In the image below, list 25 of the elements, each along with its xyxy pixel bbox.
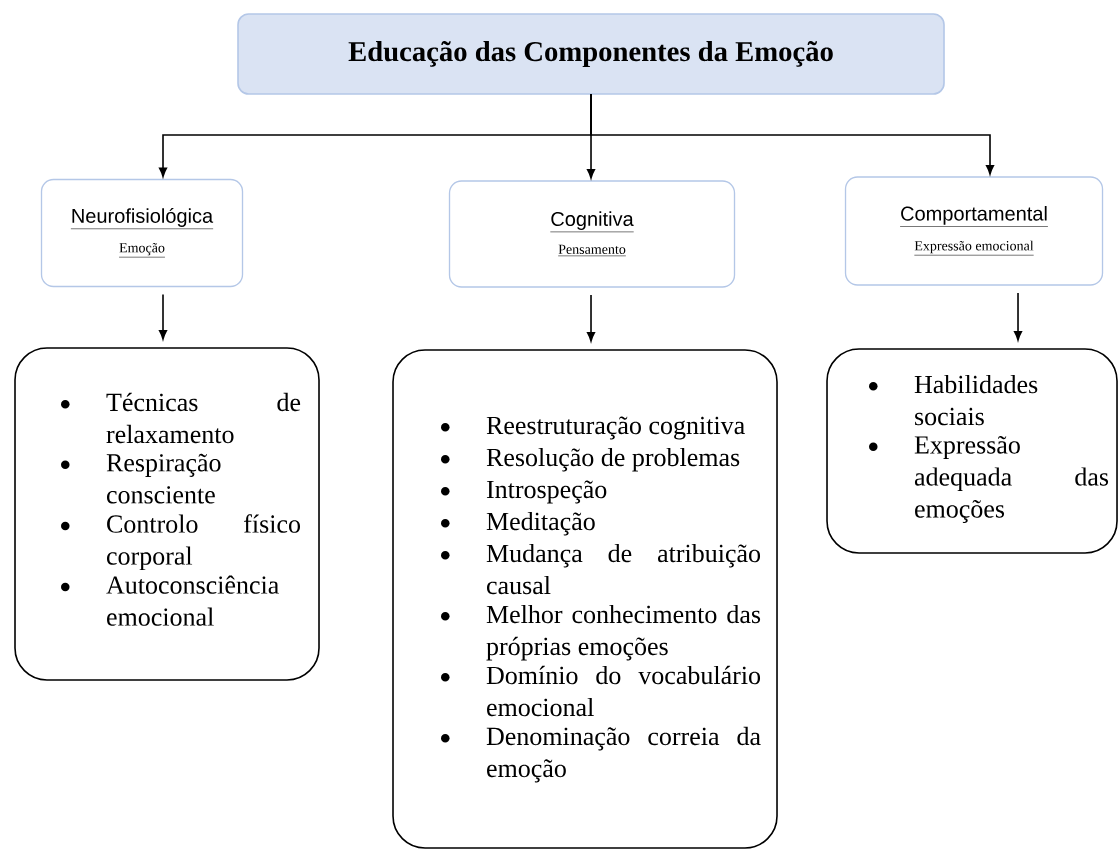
list-item: Autoconsciência emocional (106, 575, 279, 626)
list-item: Resolução de problemas (486, 447, 740, 472)
list-item: Meditação (486, 511, 595, 536)
list-item: Técnicas de relaxamento (106, 392, 301, 444)
category-box: Neurofisiológica Emoção (40, 178, 244, 288)
list-item: Mudança de atribuição causal (486, 543, 761, 595)
arrow (586, 294, 596, 342)
list-item: Respiração consciente (106, 453, 221, 504)
arrow (158, 293, 168, 340)
list-item: Melhor conhecimento das próprias emoções (486, 604, 761, 661)
list-item: Introspeção (486, 480, 607, 504)
list-item: Expressão adequada das emoções (914, 435, 1109, 523)
list-item: Denominação correia da emoção (486, 726, 761, 783)
list-item: Habilidades sociais (914, 375, 1038, 426)
title-box: Educação das Componentes da Emoção (237, 13, 945, 95)
list-item: Reestruturação cognitiva (486, 416, 745, 440)
category-box: Comportamental Expressão emocional (844, 176, 1104, 286)
arrow (590, 93, 995, 175)
list-item: Controlo físico corporal (107, 514, 300, 571)
list-box (826, 348, 1118, 554)
arrow (1013, 292, 1023, 341)
list-item: Domínio do vocabulário emocional (486, 665, 761, 717)
list-box (14, 347, 320, 681)
category-box: Cognitiva Pensamento (448, 180, 736, 288)
list-box (392, 349, 778, 849)
